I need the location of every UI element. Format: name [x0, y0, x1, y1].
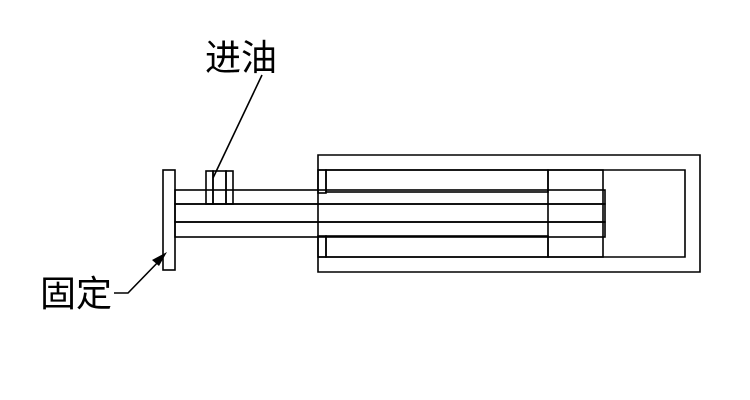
- cylinder-barrel: [317, 154, 701, 273]
- mounting-plate: [162, 169, 176, 271]
- piston-rod: [174, 189, 606, 238]
- oil-inlet-port: [205, 170, 234, 205]
- fixed-leader: [114, 252, 167, 294]
- oil-inlet-label: 进油: [205, 38, 277, 79]
- piston: [547, 169, 604, 258]
- inner-sleeve: [325, 169, 549, 258]
- fixed-leader-arrowhead: [152, 252, 167, 266]
- fixed-label: 固定: [40, 274, 112, 315]
- oil-inlet-leader: [212, 74, 263, 179]
